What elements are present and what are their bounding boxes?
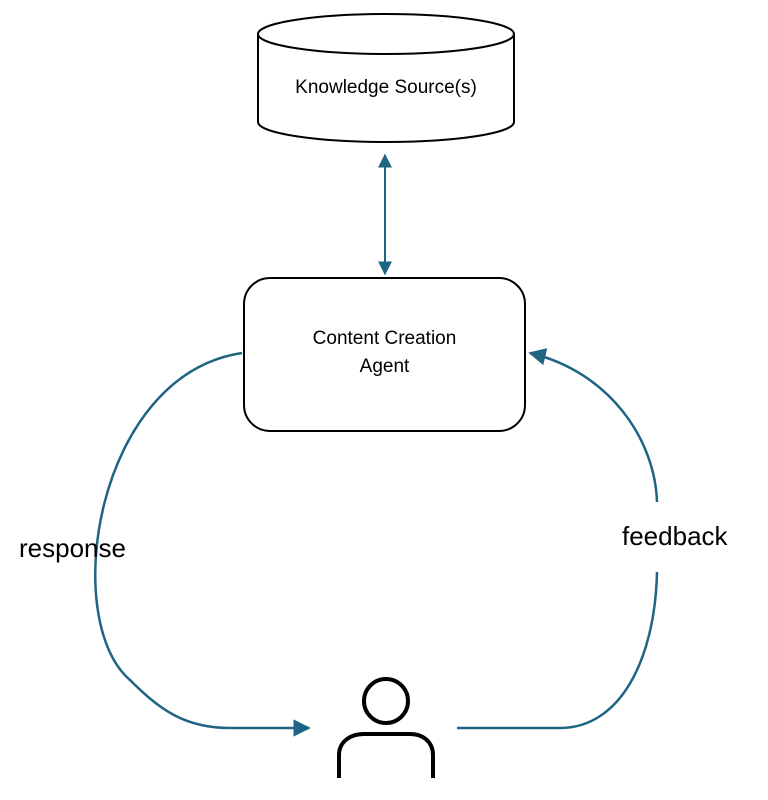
response-arrow xyxy=(94,351,311,737)
knowledge-source-label: Knowledge Source(s) xyxy=(295,77,477,98)
feedback-label: feedback xyxy=(622,521,728,551)
feedback-arrow-lower xyxy=(457,571,659,730)
person-shoulders xyxy=(337,732,435,778)
response-label: response xyxy=(19,533,126,563)
person-icon xyxy=(337,677,435,778)
cylinder-top xyxy=(257,13,515,55)
cylinder-body xyxy=(257,34,515,143)
agent-label-line-2: Agent xyxy=(359,356,410,377)
person-head xyxy=(362,677,410,725)
agent-box xyxy=(243,277,526,432)
feedback-arrow-upper xyxy=(528,348,659,503)
agent-label-line-1: Content Creation xyxy=(312,328,457,349)
knowledge-source-cylinder xyxy=(257,13,515,143)
agent-label: Content Creation Agent xyxy=(244,325,525,381)
